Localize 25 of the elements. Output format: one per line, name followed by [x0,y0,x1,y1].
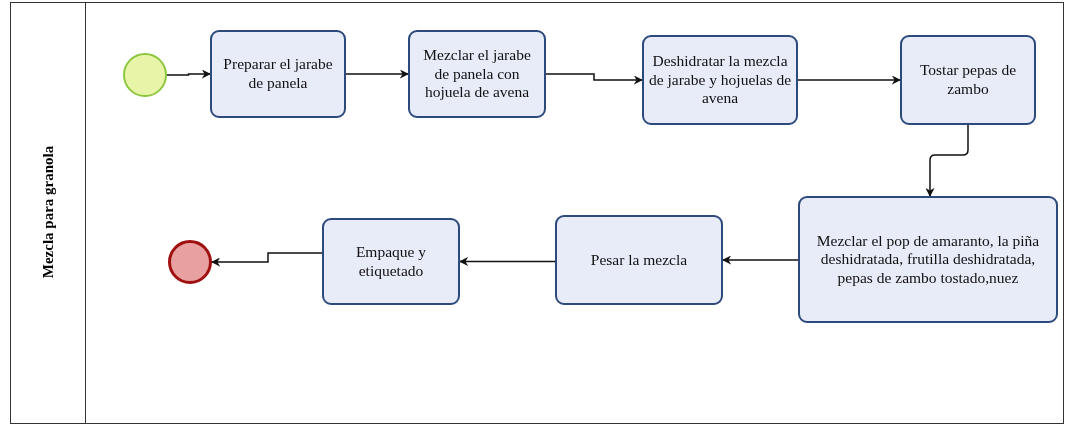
end-event-circle [168,240,212,284]
task-box [555,215,723,305]
sequence-arrow [925,124,969,197]
task-label: Mezclar el pop de amaranto, la piña deshidratada, frutilla deshidratada, pepas de zambo tostado,nuez [815,231,1041,288]
sequence-arrow [211,252,323,267]
task-box [322,218,460,305]
task-box [210,30,346,118]
sequence-arrow [797,75,901,85]
task-label: Mezclar el jarabe de panela con hojuela de avena [422,46,532,102]
sequence-arrow [722,255,799,265]
task-label: Empaque y etiquetado [354,242,428,281]
task-box [798,196,1058,323]
task-label: Deshidratar la mezcla de jarabe y hojuelas de avena [648,52,792,108]
sequence-arrow [545,73,643,85]
task-box [900,35,1036,125]
task-box [408,30,546,118]
task-label: Preparar el jarabe de panela [222,55,334,93]
task-label: Pesar la mezcla [590,250,688,270]
task-box [642,35,798,125]
sequence-arrow [166,69,211,79]
sequence-arrow [345,69,409,79]
sequence-arrow [459,257,556,266]
start-event-circle [123,53,167,97]
lane-title: Mezcla para granola [39,145,57,279]
task-label: Tostar pepas de zambo [918,61,1018,99]
